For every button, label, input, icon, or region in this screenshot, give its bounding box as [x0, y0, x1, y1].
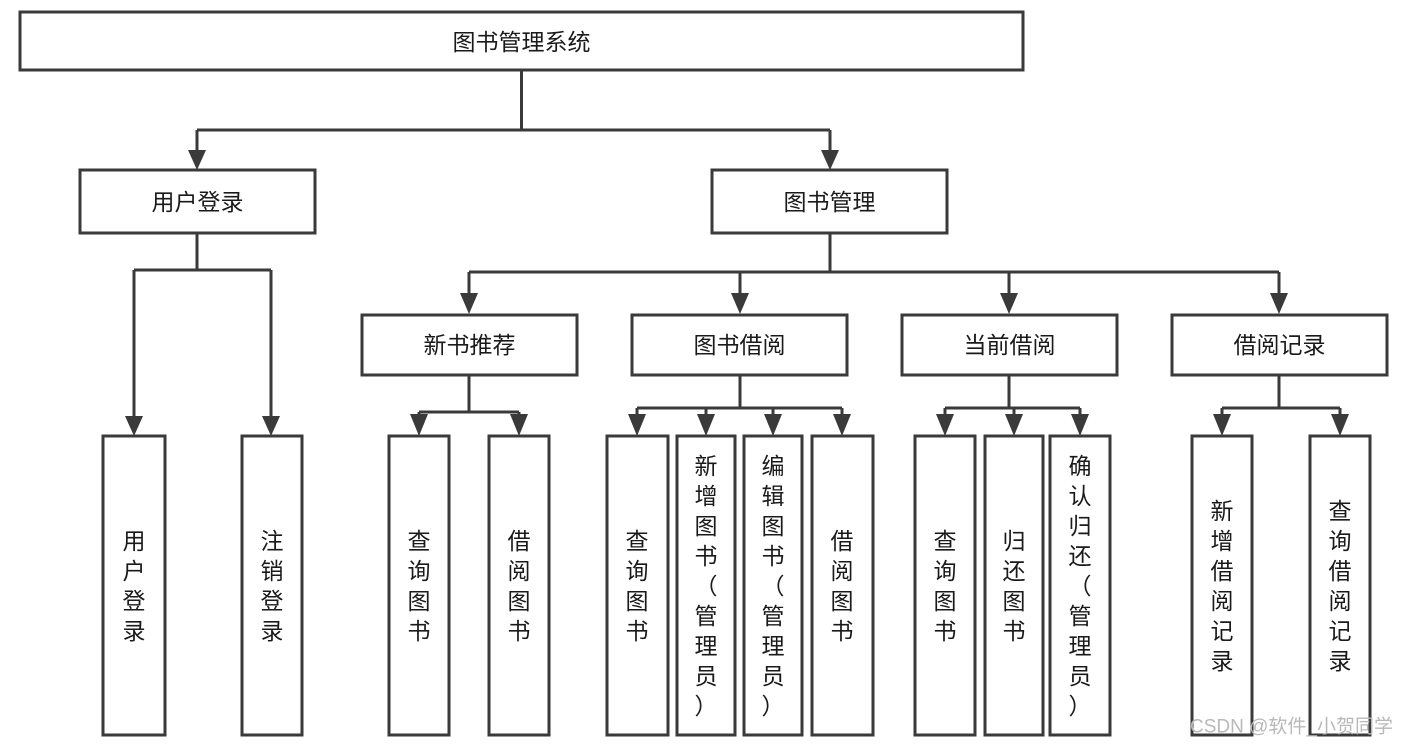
leaf-query-book-1[interactable]: 查询图书	[387, 434, 451, 737]
arrowhead-leaf-edit-book	[764, 414, 782, 436]
leaf-add-book-label: 新增图书（管理员）	[695, 453, 718, 719]
node-current-borrow[interactable]: 当前借阅	[900, 313, 1119, 377]
leaf-confirm-return-label: 确认归还（管理员）	[1069, 453, 1092, 719]
node-book-borrow-label: 图书借阅	[694, 332, 786, 358]
arrowhead-leaf-query-record	[1331, 414, 1349, 436]
watermark: CSDN @软件_小贺同学	[1190, 716, 1393, 738]
leaf-add-record-label: 新增借阅记录	[1211, 498, 1234, 674]
leaf-edit-book-label: 编辑图书（管理员）	[762, 453, 785, 719]
leaf-user-login[interactable]: 用户登录	[101, 434, 167, 737]
leaf-query-record[interactable]: 查询借阅记录	[1308, 434, 1372, 737]
leaf-borrow-book-2-box[interactable]	[810, 434, 875, 737]
arrowhead-leaf-user-login	[125, 416, 143, 436]
arrowhead-book-borrow	[731, 293, 749, 314]
node-current-borrow-label: 当前借阅	[964, 332, 1056, 358]
leaf-add-book-box[interactable]	[675, 434, 737, 737]
arrowhead-leaf-query-book-1	[410, 414, 428, 436]
leaf-user-login-label: 用户登录	[123, 528, 146, 644]
leaf-query-book-2-label: 查询图书	[626, 528, 649, 644]
arrowhead-leaf-query-book-3	[936, 414, 954, 436]
leaf-user-login-box[interactable]	[101, 434, 167, 737]
leaf-query-record-box[interactable]	[1308, 434, 1372, 737]
node-new-book-recommend[interactable]: 新书推荐	[360, 313, 579, 377]
leaf-query-book-1-label: 查询图书	[408, 528, 431, 644]
node-root[interactable]: 图书管理系统	[18, 10, 1025, 72]
node-user-login-box[interactable]	[78, 168, 317, 235]
node-new-book-recommend-label: 新书推荐	[424, 332, 516, 358]
node-root-box[interactable]	[18, 10, 1025, 72]
leaf-query-record-label: 查询借阅记录	[1329, 498, 1352, 674]
node-borrow-record-box[interactable]	[1170, 313, 1389, 377]
arrowhead-new-book-recommend	[460, 293, 478, 314]
arrowhead-book-manage	[821, 150, 839, 170]
node-new-book-recommend-box[interactable]	[360, 313, 579, 377]
leaf-borrow-book-2[interactable]: 借阅图书	[810, 434, 875, 737]
node-root-label: 图书管理系统	[453, 29, 591, 55]
leaf-edit-book[interactable]: 编辑图书（管理员）	[742, 434, 804, 737]
arrowhead-leaf-return-book	[1005, 414, 1023, 436]
leaf-query-book-3[interactable]: 查询图书	[913, 434, 977, 737]
node-user-login[interactable]: 用户登录	[78, 168, 317, 235]
leaf-logout-login-label: 注销登录	[261, 528, 284, 644]
leaf-borrow-book-2-label: 借阅图书	[831, 528, 854, 644]
node-user-login-label: 用户登录	[152, 189, 244, 215]
arrowhead-leaf-borrow-book-1	[510, 414, 528, 436]
leaf-query-book-1-box[interactable]	[387, 434, 451, 737]
leaf-borrow-book-1-box[interactable]	[487, 434, 551, 737]
leaf-borrow-book-1[interactable]: 借阅图书	[487, 434, 551, 737]
node-borrow-record[interactable]: 借阅记录	[1170, 313, 1389, 377]
arrowhead-leaf-logout-login	[262, 416, 280, 436]
node-book-borrow-box[interactable]	[630, 313, 849, 377]
connector-layer	[125, 70, 1349, 436]
arrowhead-leaf-borrow-book-2	[833, 414, 851, 436]
arrowhead-leaf-add-record	[1213, 414, 1231, 436]
node-book-borrow[interactable]: 图书借阅	[630, 313, 849, 377]
arrowhead-leaf-query-book-2	[628, 414, 646, 436]
leaf-return-book-label: 归还图书	[1003, 528, 1026, 644]
leaf-return-book[interactable]: 归还图书	[983, 434, 1045, 737]
node-book-manage[interactable]: 图书管理	[710, 168, 949, 235]
leaf-add-record[interactable]: 新增借阅记录	[1190, 434, 1254, 737]
node-book-manage-label: 图书管理	[784, 189, 876, 215]
node-borrow-record-label: 借阅记录	[1234, 332, 1326, 358]
leaf-add-book[interactable]: 新增图书（管理员）	[675, 434, 737, 737]
leaf-return-book-box[interactable]	[983, 434, 1045, 737]
arrowhead-leaf-confirm-return	[1071, 414, 1089, 436]
leaf-edit-book-box[interactable]	[742, 434, 804, 737]
leaf-borrow-book-1-label: 借阅图书	[508, 528, 531, 644]
leaf-query-book-2-box[interactable]	[605, 434, 670, 737]
arrowhead-borrow-record	[1270, 293, 1288, 314]
leaf-logout-login-box[interactable]	[240, 434, 304, 737]
leaf-query-book-3-label: 查询图书	[934, 528, 957, 644]
arrowhead-user-login	[188, 150, 206, 170]
leaf-logout-login[interactable]: 注销登录	[240, 434, 304, 737]
leaf-add-record-box[interactable]	[1190, 434, 1254, 737]
node-current-borrow-box[interactable]	[900, 313, 1119, 377]
leaf-confirm-return-box[interactable]	[1048, 434, 1112, 737]
leaf-query-book-3-box[interactable]	[913, 434, 977, 737]
arrowhead-leaf-add-book	[697, 414, 715, 436]
leaf-confirm-return[interactable]: 确认归还（管理员）	[1048, 434, 1112, 737]
leaf-query-book-2[interactable]: 查询图书	[605, 434, 670, 737]
arrowhead-current-borrow	[1000, 293, 1018, 314]
node-book-manage-box[interactable]	[710, 168, 949, 235]
